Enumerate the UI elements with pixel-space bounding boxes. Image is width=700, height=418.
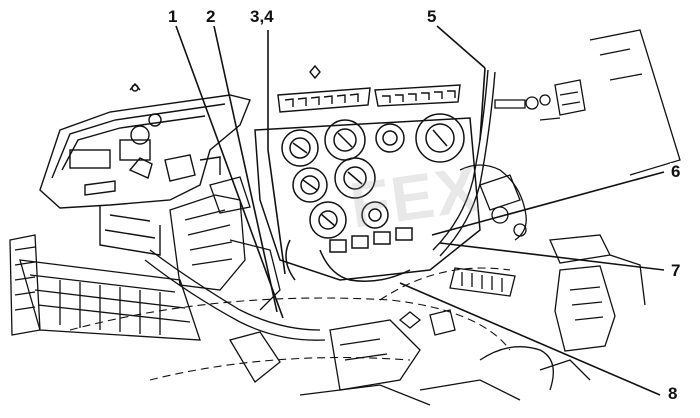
callout-1: 1 <box>167 7 179 26</box>
hidden-lines <box>69 267 511 381</box>
callout-2: 2 <box>205 7 217 26</box>
leader-7 <box>439 242 665 271</box>
leader-3-4-b <box>267 149 286 275</box>
lower-assembly <box>229 309 554 406</box>
left-relay-box <box>9 234 201 341</box>
leader-lines <box>175 25 665 396</box>
center-left-brackets <box>144 176 326 341</box>
leader-6 <box>431 171 665 236</box>
callout-8: 8 <box>667 384 679 403</box>
right-components <box>449 164 646 381</box>
leader-5-b <box>479 67 486 141</box>
cable-loom <box>432 69 496 257</box>
leader-5 <box>436 25 486 69</box>
callout-7: 7 <box>670 261 682 280</box>
callout-3-4: 3,4 <box>249 7 275 26</box>
right-bracket-assembly <box>494 29 681 176</box>
callout-5: 5 <box>426 7 438 26</box>
leader-8 <box>399 282 661 396</box>
callout-6: 6 <box>670 162 682 181</box>
left-control-panel <box>39 82 251 256</box>
leader-1 <box>175 25 284 319</box>
gauge-cluster <box>254 113 481 282</box>
leader-2 <box>213 25 278 313</box>
vent-slots <box>277 64 461 113</box>
